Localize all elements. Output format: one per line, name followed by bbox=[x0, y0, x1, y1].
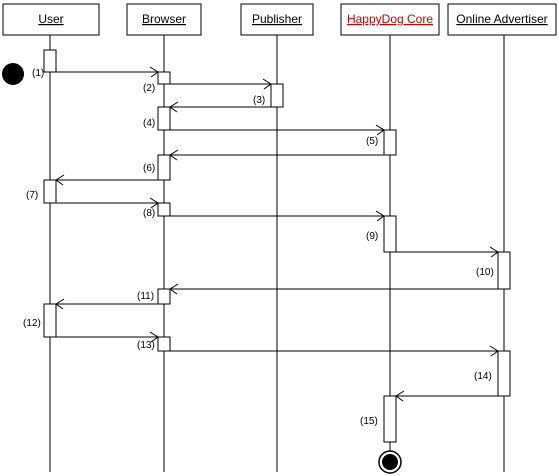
activation-browser-4 bbox=[157, 202, 171, 217]
final-node-icon bbox=[378, 450, 402, 474]
activation-advertiser-2 bbox=[497, 350, 511, 397]
activation-user-1 bbox=[43, 49, 57, 73]
step-label: (5) bbox=[366, 136, 378, 147]
step-label: (9) bbox=[366, 231, 378, 242]
activation-publisher-1 bbox=[270, 83, 284, 108]
step-label: (11) bbox=[137, 291, 154, 302]
participant-label: Browser bbox=[142, 12, 186, 26]
participant-user: User bbox=[2, 3, 100, 36]
activation-bars bbox=[43, 49, 511, 443]
participant-label: HappyDog Core bbox=[347, 12, 433, 26]
activation-core-3 bbox=[383, 395, 397, 443]
step-label: (3) bbox=[253, 95, 265, 106]
activation-browser-5 bbox=[157, 288, 171, 305]
participant-browser: Browser bbox=[126, 3, 202, 36]
step-label: (12) bbox=[23, 318, 41, 329]
activation-browser-2 bbox=[157, 106, 171, 131]
step-label: (14) bbox=[474, 371, 492, 382]
participant-publisher: Publisher bbox=[240, 3, 314, 36]
activation-browser-1 bbox=[157, 71, 171, 85]
activation-user-2 bbox=[43, 179, 57, 204]
step-label: (7) bbox=[26, 190, 38, 201]
participant-headers: User Browser Publisher HappyDog Core Onl… bbox=[2, 3, 557, 36]
step-label: (2) bbox=[143, 83, 155, 94]
activation-browser-6 bbox=[157, 336, 171, 352]
participant-label: Online Advertiser bbox=[456, 12, 547, 26]
activation-core-1 bbox=[383, 129, 397, 156]
participant-label: Publisher bbox=[252, 12, 302, 26]
activation-browser-3 bbox=[157, 154, 171, 181]
step-label: (4) bbox=[143, 118, 155, 129]
activation-advertiser-1 bbox=[497, 251, 511, 290]
participant-label: User bbox=[38, 12, 63, 26]
initial-node-icon bbox=[2, 63, 24, 85]
step-label: (6) bbox=[143, 163, 155, 174]
step-labels: (1) (2) (3) (4) (5) (6) (7) (8) (9) (10)… bbox=[23, 68, 494, 427]
step-label: (8) bbox=[143, 208, 155, 219]
messages bbox=[55, 66, 499, 402]
step-label: (10) bbox=[476, 267, 494, 278]
activation-core-2 bbox=[383, 215, 397, 253]
activation-user-3 bbox=[43, 303, 57, 338]
step-label: (1) bbox=[32, 68, 44, 79]
step-label: (15) bbox=[360, 416, 378, 427]
step-label: (13) bbox=[137, 340, 155, 351]
participant-happydog-core: HappyDog Core bbox=[340, 3, 440, 36]
participant-online-advertiser: Online Advertiser bbox=[447, 3, 557, 36]
